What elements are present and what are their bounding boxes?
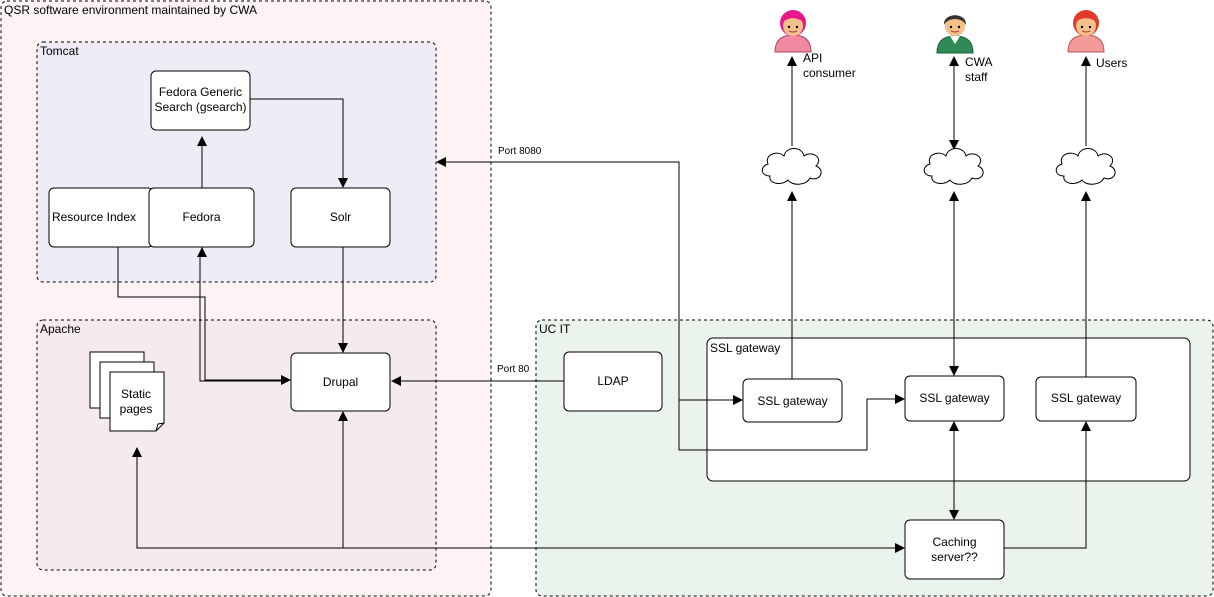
gsearch-label-line1: Fedora Generic <box>159 85 242 99</box>
internet-cloud-icon <box>761 148 822 185</box>
cwa-staff-label-line2: staff <box>965 70 988 84</box>
ssl-gateway-2-node: SSL gateway <box>904 375 1005 422</box>
arrow-head <box>132 447 142 457</box>
ssl-gateway-group-label: SSL gateway <box>710 341 780 355</box>
arrow-head <box>949 140 959 150</box>
arrow-head <box>733 395 743 405</box>
qsr-container-label: QSR software environment maintained by C… <box>4 3 257 17</box>
edge-to-ssl2 <box>678 398 895 451</box>
users-actor: Users <box>1067 10 1127 70</box>
gsearch-node: Fedora Generic Search (gsearch) <box>150 70 251 131</box>
arrow-head <box>949 191 959 201</box>
gsearch-label-line2: Search (gsearch) <box>154 100 246 114</box>
fedora-label: Fedora <box>182 210 220 224</box>
edge-drupal-fedora <box>199 257 281 382</box>
port-8080-label: Port 8080 <box>498 146 542 157</box>
apache-container-label: Apache <box>40 322 81 336</box>
resource-index-label: Resource Index <box>52 210 136 224</box>
api-consumer-label-line1: API <box>803 51 822 65</box>
port-80-label: Port 80 <box>497 364 530 375</box>
cwa-staff-actor: CWA staff <box>936 15 993 84</box>
tomcat-container-label: Tomcat <box>40 44 79 58</box>
caching-server-node: Caching server?? <box>904 519 1005 580</box>
solr-node: Solr <box>290 187 391 248</box>
resource-index-node: Resource Index <box>48 187 154 248</box>
fedora-node: Fedora <box>148 187 255 248</box>
arrow-head <box>1081 421 1091 431</box>
arrow-head <box>338 178 348 188</box>
api-consumer-person-icon <box>774 10 812 53</box>
ucit-container-label: UC IT <box>539 322 571 336</box>
internet-cloud-icon <box>923 148 984 185</box>
arrow-head <box>895 543 905 553</box>
edge-port8080 <box>446 161 680 400</box>
cwa-staff-person-icon <box>936 15 974 54</box>
ssl-gateway-3-label: SSL gateway <box>1051 391 1121 405</box>
arrow-head <box>895 394 905 404</box>
arrow-head <box>281 375 291 385</box>
caching-server-label-line2: server?? <box>931 550 978 564</box>
arrow-head <box>787 56 797 66</box>
edge-gsearch-solr <box>250 98 344 178</box>
users-label: Users <box>1096 56 1127 70</box>
arrow-head <box>1081 191 1091 201</box>
api-consumer-label-line2: consumer <box>803 66 856 80</box>
cwa-staff-label-line1: CWA <box>965 55 993 69</box>
arrow-head <box>338 343 348 353</box>
ssl-gateway-1-node: SSL gateway <box>742 378 843 423</box>
edge-resourceindex-drupal <box>117 247 281 381</box>
solr-label: Solr <box>330 210 351 224</box>
arrow-head <box>949 510 959 520</box>
api-consumer-actor: API consumer <box>774 10 856 80</box>
connectors <box>117 56 1091 553</box>
arrow-head <box>949 421 959 431</box>
ssl-gateway-2-label: SSL gateway <box>919 391 989 405</box>
edge-static-caching <box>136 457 895 549</box>
ldap-label: LDAP <box>597 374 628 388</box>
ldap-node: LDAP <box>563 351 663 412</box>
edge-caching-ssl3 <box>1004 431 1087 549</box>
static-pages-label-line2: pages <box>120 402 153 416</box>
caching-server-label-line1: Caching <box>932 535 976 549</box>
arrow-head <box>338 411 348 421</box>
arrow-head <box>197 136 207 146</box>
arrow-head <box>1081 56 1091 66</box>
arrow-head <box>436 157 446 167</box>
drupal-label: Drupal <box>323 375 358 389</box>
static-pages-node: Static pages <box>89 351 165 432</box>
users-person-icon <box>1067 10 1105 53</box>
arrow-head <box>197 247 207 257</box>
ssl-gateway-1-label: SSL gateway <box>757 394 827 408</box>
arrow-head <box>949 366 959 376</box>
arrow-head <box>787 191 797 201</box>
arrow-head <box>949 56 959 66</box>
internet-cloud-icon <box>1055 148 1116 185</box>
drupal-node: Drupal <box>290 352 391 412</box>
arrow-head <box>391 376 401 386</box>
ssl-gateway-3-node: SSL gateway <box>1035 376 1137 422</box>
static-pages-label-line1: Static <box>121 387 151 401</box>
